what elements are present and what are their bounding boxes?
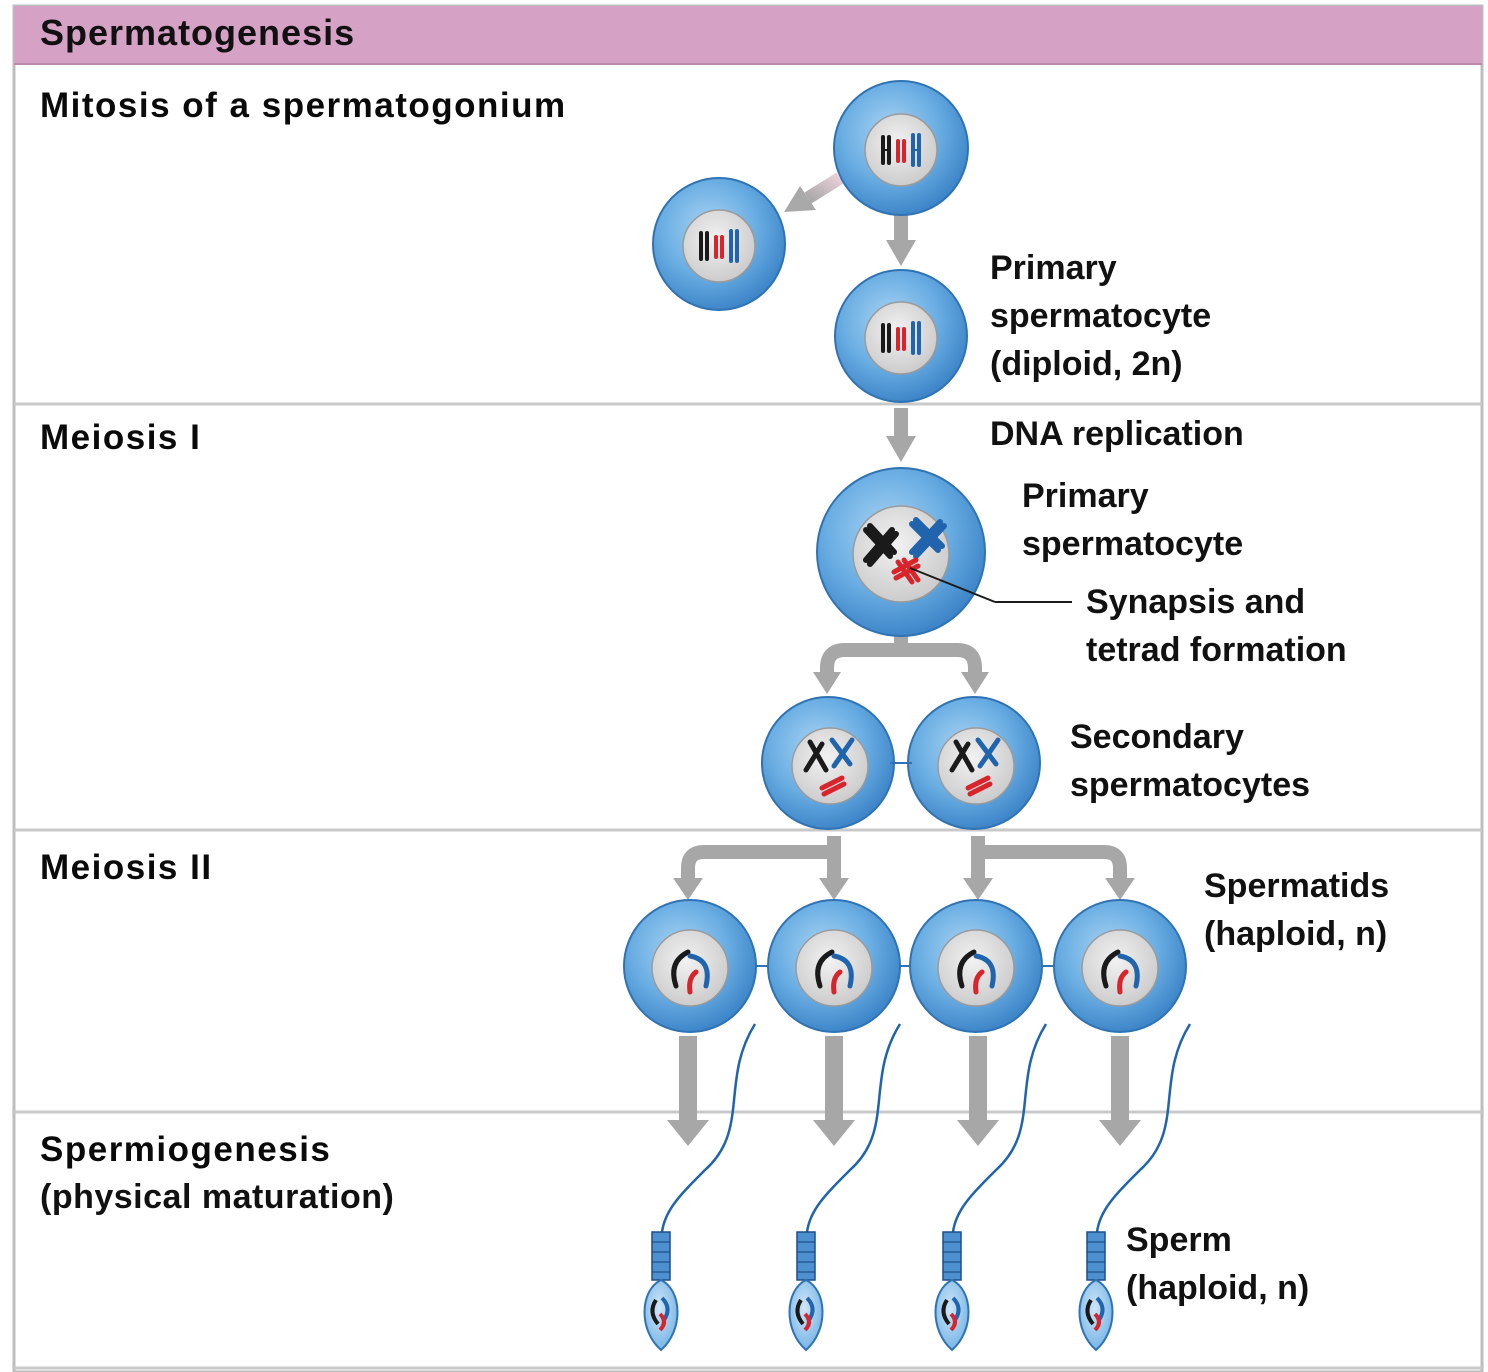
arrow-spermiogenesis-2 bbox=[813, 1036, 855, 1146]
label-line: Synapsis and bbox=[1086, 583, 1306, 621]
label-primary-diploid: Primary spermatocyte (diploid, 2n) bbox=[990, 244, 1211, 388]
label-dna-replication: DNA replication bbox=[990, 415, 1244, 453]
arrow-spermiogenesis-4 bbox=[1099, 1036, 1141, 1146]
arrow-meiosis2-left bbox=[681, 836, 841, 882]
sperm-1 bbox=[643, 1023, 757, 1352]
label-primary-spermatocyte: Primary spermatocyte bbox=[1022, 472, 1243, 568]
daughter-spermatogonium-cell bbox=[652, 177, 786, 311]
label-line: (diploid, 2n) bbox=[990, 345, 1183, 383]
label-spermatids: Spermatids (haploid, n) bbox=[1204, 862, 1389, 958]
arrow-meiosis2-right bbox=[971, 836, 1127, 882]
label-synapsis: Synapsis and tetrad formation bbox=[1086, 578, 1347, 674]
spermatogonium-cell bbox=[833, 80, 969, 216]
label-line: Spermatids bbox=[1204, 867, 1390, 905]
arrow-dna-replication bbox=[886, 408, 916, 462]
synapsis-leader-line bbox=[909, 567, 996, 603]
label-line: (haploid, n) bbox=[1204, 915, 1388, 953]
sperm-3 bbox=[934, 1023, 1048, 1352]
label-line: Primary bbox=[1022, 477, 1149, 515]
secondary-spermatocyte-cell-2 bbox=[907, 696, 1041, 830]
arrow-mitosis-daughter bbox=[784, 172, 844, 212]
spermatid-cells bbox=[623, 899, 1187, 1033]
spermatid-cell-2 bbox=[767, 899, 901, 1033]
section-title-mitosis: Mitosis of a spermatogonium bbox=[40, 86, 567, 125]
label-line: tetrad formation bbox=[1086, 631, 1347, 669]
sperm-2 bbox=[788, 1023, 902, 1352]
sperm-cells bbox=[643, 1023, 1192, 1352]
secondary-spermatocyte-cell-1 bbox=[761, 696, 895, 830]
section-subtitle-spermiogenesis: (physical maturation) bbox=[40, 1178, 395, 1216]
label-sperm: Sperm (haploid, n) bbox=[1126, 1216, 1309, 1312]
arrows bbox=[667, 172, 1141, 1146]
primary-spermatocyte-diploid-cell bbox=[834, 269, 968, 403]
sperm-4 bbox=[1078, 1023, 1192, 1352]
label-line: spermatocyte bbox=[990, 297, 1212, 335]
arrow-meiosis1-split bbox=[820, 627, 982, 678]
section-title-spermiogenesis: Spermiogenesis bbox=[40, 1130, 332, 1169]
label-line: Sperm bbox=[1126, 1221, 1232, 1259]
primary-spermatocyte-tetrad-cell bbox=[816, 467, 1072, 637]
spermatid-cell-1 bbox=[623, 899, 757, 1033]
arrow-spermiogenesis-3 bbox=[957, 1036, 999, 1146]
chromosomes-2n bbox=[881, 133, 921, 167]
label-line: spermatocytes bbox=[1070, 766, 1311, 804]
label-secondary-spermatocytes: Secondary spermatocytes bbox=[1070, 713, 1310, 809]
section-title-meiosis2: Meiosis II bbox=[40, 848, 213, 887]
header-band bbox=[14, 6, 1482, 64]
page-title: Spermatogenesis bbox=[40, 12, 356, 53]
section-title-meiosis1: Meiosis I bbox=[40, 418, 202, 457]
arrow-mitosis-down bbox=[886, 213, 916, 266]
arrow-spermiogenesis-1 bbox=[667, 1036, 709, 1146]
label-line: (haploid, n) bbox=[1126, 1269, 1310, 1307]
spermatid-cell-4 bbox=[1053, 899, 1187, 1033]
label-line: Secondary bbox=[1070, 718, 1244, 756]
label-line: spermatocyte bbox=[1022, 525, 1244, 563]
spermatid-cell-3 bbox=[909, 899, 1043, 1033]
label-line: Primary bbox=[990, 249, 1117, 287]
